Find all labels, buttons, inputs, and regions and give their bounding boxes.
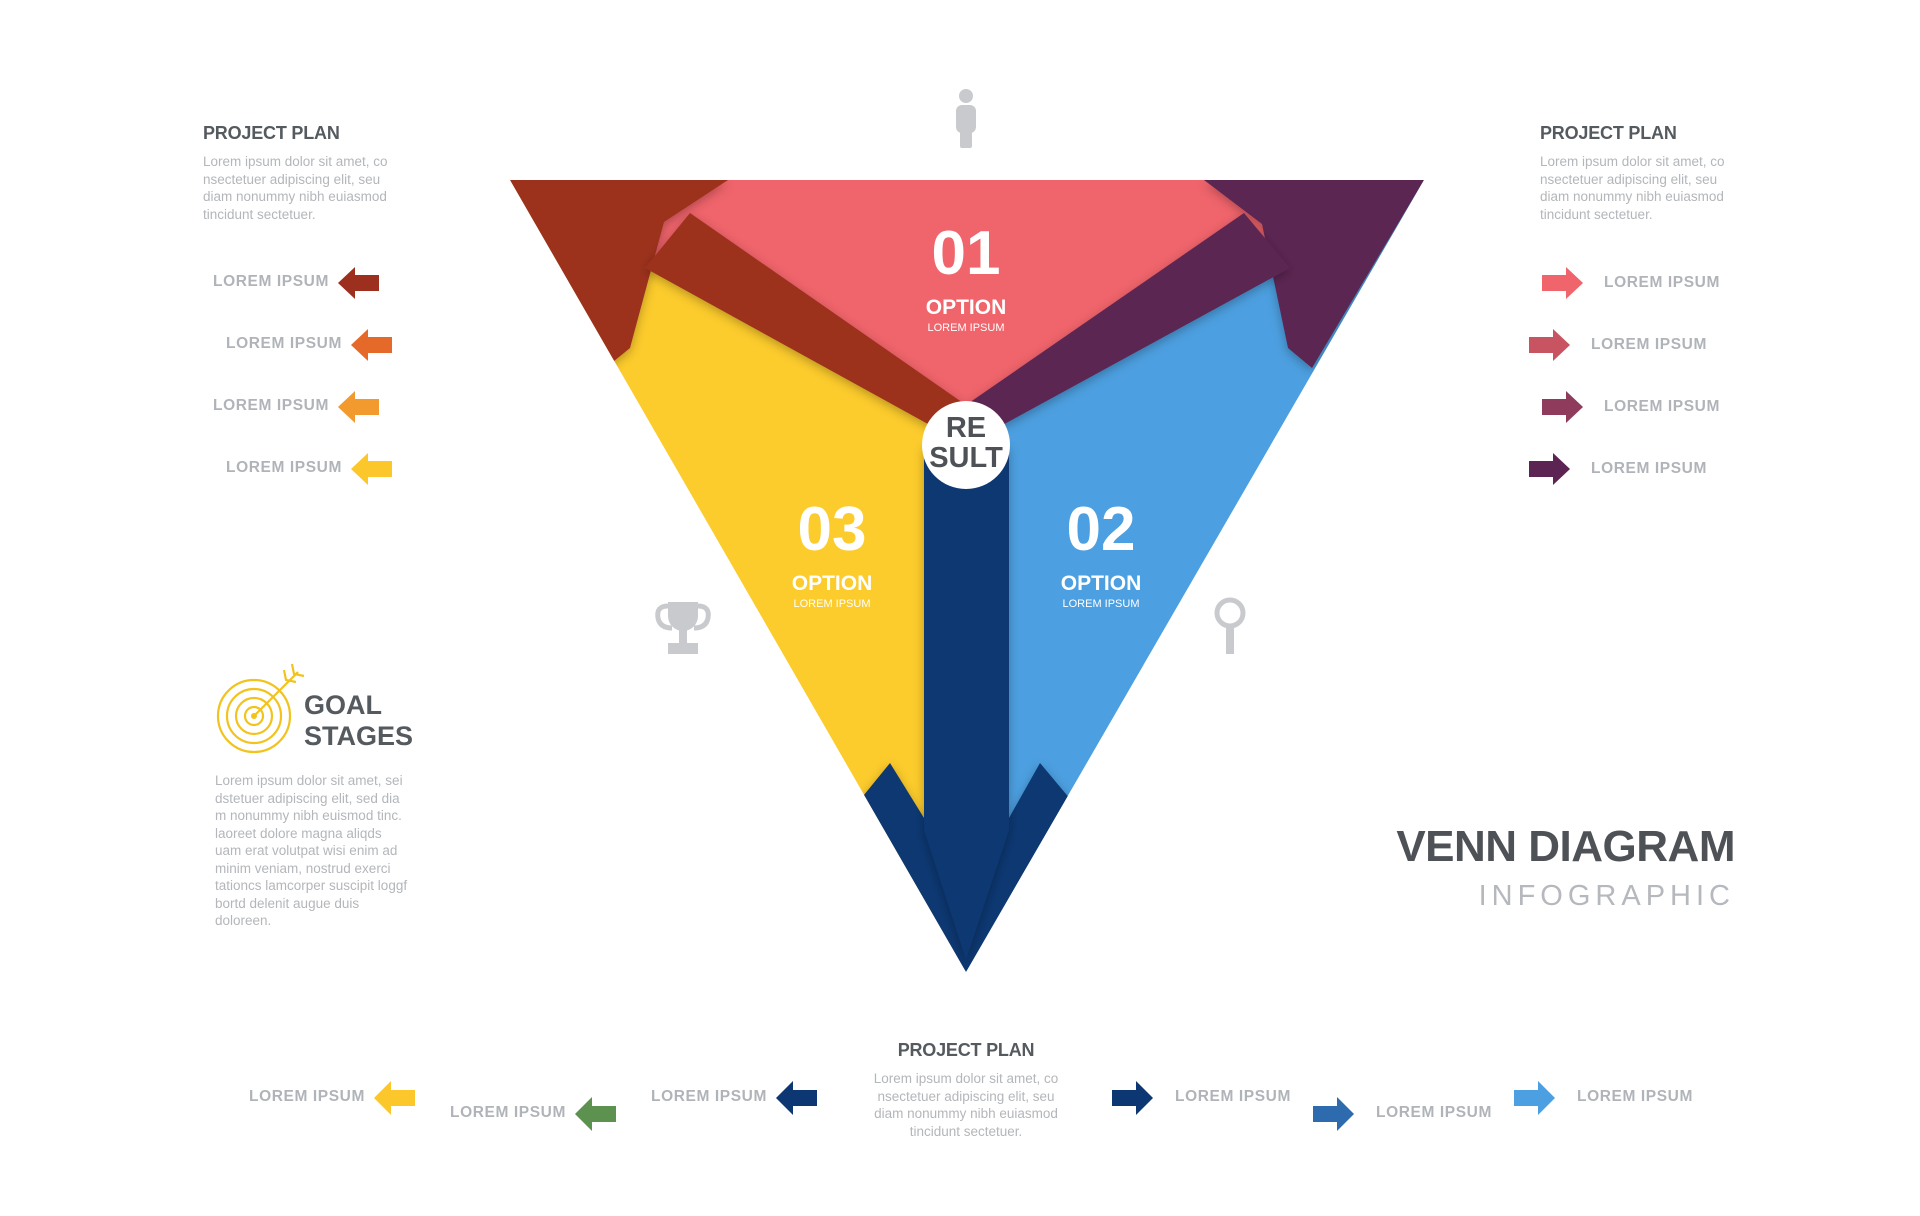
left-item-3-label: LOREM IPSUM <box>213 397 329 414</box>
goal-title: GOAL STAGES <box>304 690 413 752</box>
right-panel-title: PROJECT PLAN <box>1540 123 1677 143</box>
left-item-3-arrow-icon <box>338 391 379 423</box>
arrow-shaft-left <box>645 213 966 445</box>
option-01-label: OPTION <box>926 296 1007 319</box>
right-panel-description: Lorem ipsum dolor sit amet, co nsectetue… <box>1540 154 1725 222</box>
goal-description: Lorem ipsum dolor sit amet, sei dstetuer… <box>215 773 408 928</box>
main-title: VENN DIAGRAM <box>1396 822 1735 871</box>
target-arrow-icon <box>216 663 305 754</box>
right-item-2-label: LOREM IPSUM <box>1591 336 1707 353</box>
option-01-number: 01 <box>932 219 1001 288</box>
right-item-1-arrow-icon <box>1542 267 1583 299</box>
bottom-left-item-1-arrow-icon <box>374 1081 415 1115</box>
goal-title-line2: STAGES <box>304 721 414 751</box>
left-panel-description: Lorem ipsum dolor sit amet, co nsectetue… <box>203 154 388 222</box>
main-subtitle: INFOGRAPHIC <box>1478 880 1735 912</box>
bottom-right-item-2-arrow-icon <box>1313 1097 1354 1131</box>
goal-title-line1: GOAL <box>304 690 382 720</box>
bottom-right-item-3-arrow-icon <box>1514 1081 1555 1115</box>
trophy-icon <box>655 602 711 654</box>
right-item-4-arrow-icon <box>1529 453 1570 485</box>
result-circle <box>922 401 1010 489</box>
bottom-left-item-3-arrow-icon <box>776 1081 817 1115</box>
left-item-4-arrow-icon <box>351 453 392 485</box>
option-02-label: OPTION <box>1061 572 1142 595</box>
option-03-label: OPTION <box>792 572 873 595</box>
sector-02-blue <box>966 180 1424 972</box>
bottom-panel-description: Lorem ipsum dolor sit amet, co nsectetue… <box>873 1071 1059 1139</box>
right-item-4-label: LOREM IPSUM <box>1591 460 1707 477</box>
result-label-line2: SULT <box>929 442 1003 474</box>
bottom-left-item-2-arrow-icon <box>575 1097 616 1131</box>
bottom-left-item-2-label: LOREM IPSUM <box>450 1104 566 1121</box>
right-item-1-label: LOREM IPSUM <box>1604 274 1720 291</box>
bottom-panel-title: PROJECT PLAN <box>897 1040 1035 1060</box>
right-item-3-label: LOREM IPSUM <box>1604 398 1720 415</box>
arrow-head-right <box>1204 180 1424 368</box>
bottom-left-item-3-label: LOREM IPSUM <box>651 1088 767 1105</box>
sector-03-yellow <box>510 180 966 972</box>
result-label-line1: RE <box>946 412 986 444</box>
left-item-4-label: LOREM IPSUM <box>226 459 342 476</box>
arrow-shaft-bottom <box>924 445 1009 960</box>
option-02-sublabel: LOREM IPSUM <box>1062 598 1139 610</box>
left-item-1-label: LOREM IPSUM <box>213 273 329 290</box>
arrow-head-left <box>510 180 728 366</box>
bottom-right-item-1-label: LOREM IPSUM <box>1175 1088 1291 1105</box>
magnifier-icon <box>1214 597 1246 654</box>
left-panel-title: PROJECT PLAN <box>203 123 340 143</box>
option-03-sublabel: LOREM IPSUM <box>793 598 870 610</box>
bottom-right-item-2-label: LOREM IPSUM <box>1376 1104 1492 1121</box>
option-03-number: 03 <box>798 495 867 564</box>
arrow-shaft-right <box>966 213 1290 445</box>
person-icon <box>956 89 976 148</box>
bottom-left-item-1-label: LOREM IPSUM <box>249 1088 365 1105</box>
option-02-number: 02 <box>1067 495 1136 564</box>
right-item-2-arrow-icon <box>1529 329 1570 361</box>
option-01-sublabel: LOREM IPSUM <box>927 322 1004 334</box>
left-item-1-arrow-icon <box>338 267 379 299</box>
sector-01-red <box>510 180 1424 445</box>
bottom-right-item-3-label: LOREM IPSUM <box>1577 1088 1693 1105</box>
left-item-2-arrow-icon <box>351 329 392 361</box>
left-item-2-label: LOREM IPSUM <box>226 335 342 352</box>
bottom-right-item-1-arrow-icon <box>1112 1081 1153 1115</box>
right-item-3-arrow-icon <box>1542 391 1583 423</box>
